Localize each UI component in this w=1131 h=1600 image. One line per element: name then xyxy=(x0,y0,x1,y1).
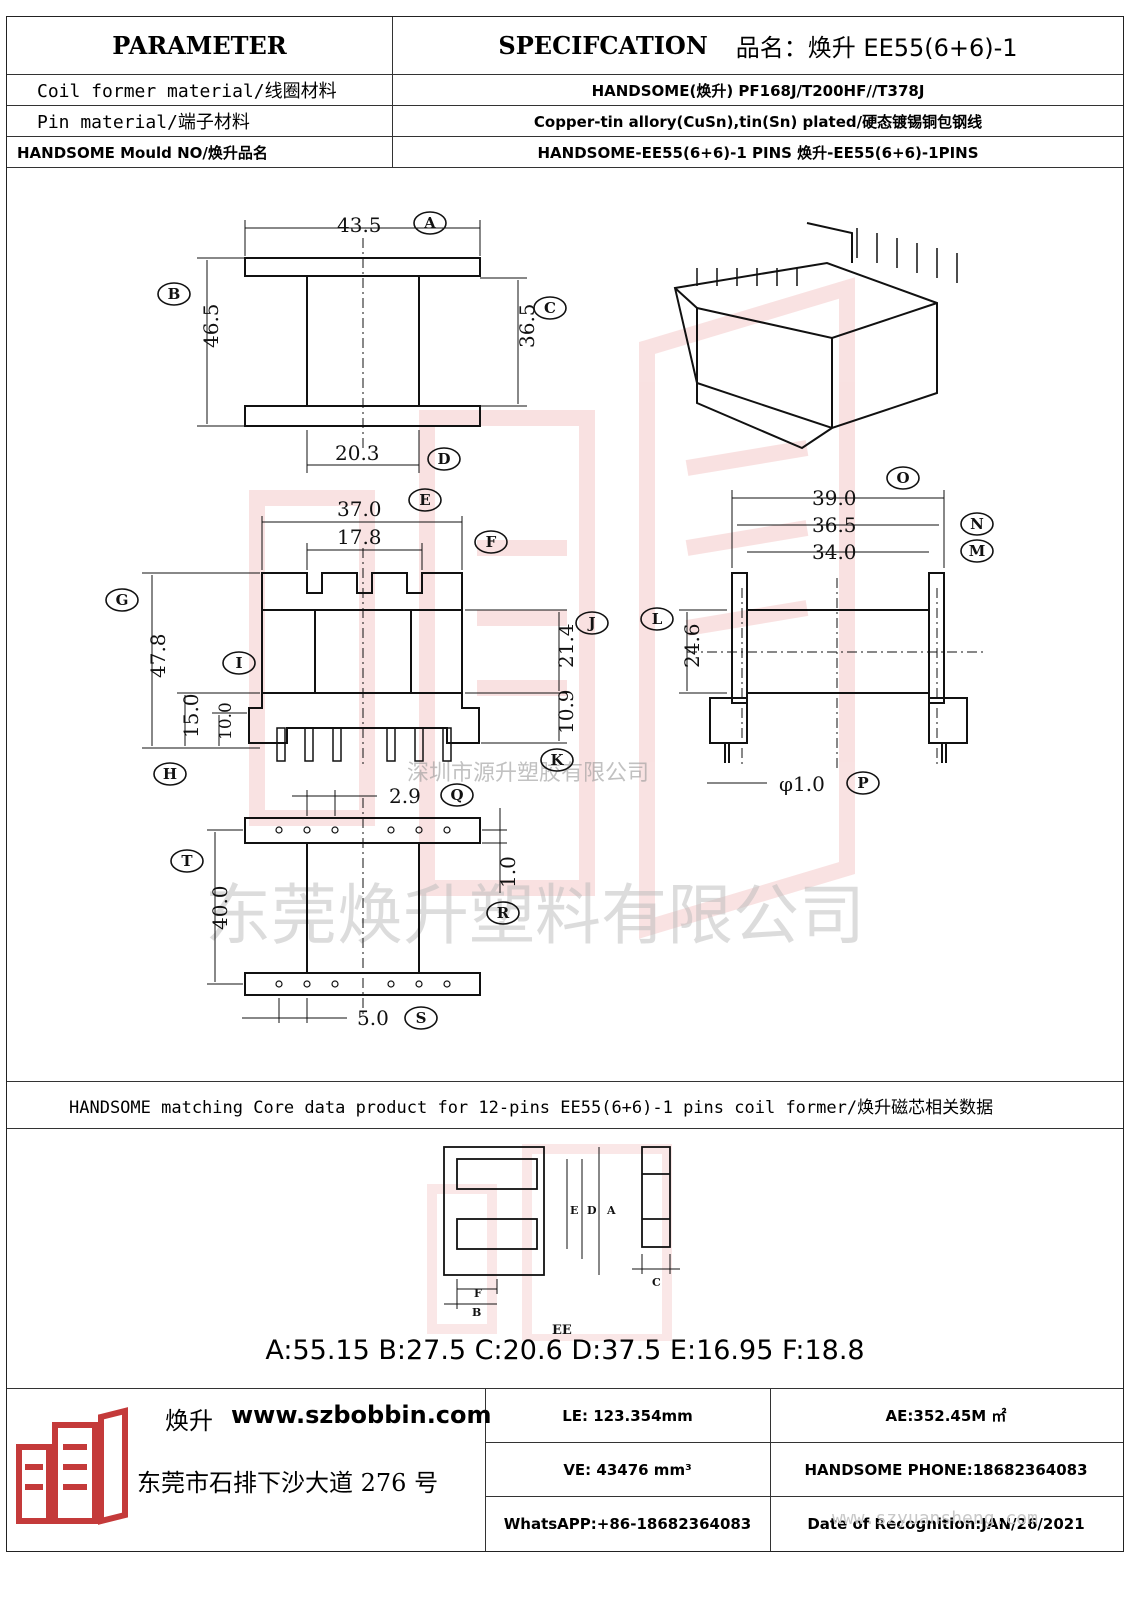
dim-e: 37.0 xyxy=(337,497,382,521)
watermark-company-small: 深圳市源升塑胶有限公司 xyxy=(407,761,649,786)
parameter-heading: PARAMETER xyxy=(112,31,287,60)
dim-s: 5.0 xyxy=(357,1006,389,1030)
svg-text:K: K xyxy=(550,751,564,769)
svg-text:L: L xyxy=(652,610,663,628)
dim-j: 21.4 xyxy=(554,623,578,668)
svg-text:G: G xyxy=(116,591,129,609)
core-values: A:55.15 B:27.5 C:20.6 D:37.5 E:16.95 F:1… xyxy=(265,1335,865,1366)
core-title-row: HANDSOME matching Core data product for … xyxy=(7,1081,1123,1129)
core-letter-c: C xyxy=(652,1276,661,1289)
row-value: Copper-tin allory(CuSn),tin(Sn) plated/硬… xyxy=(533,112,983,131)
row-label: HANDSOME Mould NO/焕升品名 xyxy=(17,143,268,162)
dim-r: 1.0 xyxy=(496,856,520,888)
dim-c: 36.5 xyxy=(515,303,539,348)
svg-text:Q: Q xyxy=(450,786,463,804)
svg-text:T: T xyxy=(181,852,193,870)
phone-value: HANDSOME PHONE:18682364083 xyxy=(804,1460,1088,1479)
spec-row-pin-material: Pin material/端子材料 Copper-tin allory(CuSn… xyxy=(7,106,1123,137)
svg-text:P: P xyxy=(857,774,868,792)
spec-row-coil-material: Coil former material/线圈材料 HANDSOME(焕升) P… xyxy=(7,75,1123,106)
dim-i: 10.0 xyxy=(216,702,236,740)
specification-heading: SPECIFCATION xyxy=(498,31,708,60)
company-logo xyxy=(16,1407,128,1525)
core-letter-a: A xyxy=(606,1204,616,1217)
core-letter-b: B xyxy=(472,1306,481,1319)
core-letter-f: F xyxy=(474,1287,482,1300)
dim-l: 24.6 xyxy=(680,623,704,668)
footer: 焕升 www.szbobbin.com 东莞市石排下沙大道 276 号 LE: … xyxy=(7,1389,1123,1551)
date-value: Date of Recognition:JAN/26/2021 xyxy=(807,1515,1085,1533)
svg-text:M: M xyxy=(969,542,986,560)
dim-a: 43.5 xyxy=(337,213,382,237)
company-website[interactable]: www.szbobbin.com xyxy=(231,1401,492,1429)
svg-text:R: R xyxy=(497,904,510,922)
svg-text:I: I xyxy=(235,654,242,672)
core-section-title: HANDSOME matching Core data product for … xyxy=(69,1097,994,1118)
dim-b: 46.5 xyxy=(199,303,223,348)
bobbin-drawing: 深圳市源升塑胶有限公司 东莞焕升塑料有限公司 xyxy=(105,211,994,1030)
whatsapp-value: WhatsAPP:+86-18682364083 xyxy=(503,1515,752,1533)
spec-sheet: PARAMETER SPECIFCATION 品名：焕升 EE55(6+6)-1… xyxy=(6,16,1124,1552)
svg-text:O: O xyxy=(896,469,909,487)
svg-text:H: H xyxy=(163,765,177,783)
dim-o: 39.0 xyxy=(812,486,857,510)
dim-n: 36.5 xyxy=(812,513,857,537)
row-label: Coil former material/线圈材料 xyxy=(37,81,337,102)
dim-p: φ1.0 xyxy=(779,772,825,796)
spec-row-mould-no: HANDSOME Mould NO/焕升品名 HANDSOME-EE55(6+6… xyxy=(7,137,1123,168)
row-label: Pin material/端子材料 xyxy=(37,112,250,133)
dim-q: 2.9 xyxy=(389,784,421,808)
row-value: HANDSOME(焕升) PF168J/T200HF//T378J xyxy=(591,81,925,100)
watermark-logo xyxy=(249,277,855,939)
svg-text:E: E xyxy=(419,491,430,509)
dim-h: 15.0 xyxy=(179,693,203,738)
core-diagram-label: EE xyxy=(552,1323,572,1338)
svg-text:A: A xyxy=(423,214,436,232)
row-value: HANDSOME-EE55(6+6)-1 PINS 焕升-EE55(6+6)-1… xyxy=(537,143,979,162)
ae-value: AE:352.45M ㎡ xyxy=(885,1407,1007,1425)
svg-text:F: F xyxy=(486,533,497,551)
core-letter-e: E xyxy=(570,1204,578,1217)
svg-text:B: B xyxy=(168,285,181,303)
watermark-company-large: 东莞焕升塑料有限公司 xyxy=(205,877,865,954)
watermark-url: www.szyuansheng.com xyxy=(832,1508,1038,1529)
drawing-area: 深圳市源升塑胶有限公司 东莞焕升塑料有限公司 xyxy=(7,168,1123,1081)
svg-text:N: N xyxy=(970,515,984,533)
dim-g: 47.8 xyxy=(146,633,170,678)
svg-text:J: J xyxy=(586,614,595,632)
company-address: 东莞市石排下沙大道 276 号 xyxy=(137,1469,439,1497)
dim-d: 20.3 xyxy=(335,441,380,465)
dim-f: 17.8 xyxy=(337,525,382,549)
core-letter-d: D xyxy=(587,1204,597,1217)
svg-text:S: S xyxy=(416,1009,427,1027)
le-value: LE: 123.354mm xyxy=(562,1406,693,1425)
ve-value: VE: 43476 mm³ xyxy=(563,1460,692,1479)
header-row: PARAMETER SPECIFCATION 品名：焕升 EE55(6+6)-1 xyxy=(7,17,1123,75)
dim-k: 10.9 xyxy=(554,689,578,734)
dim-t: 40.0 xyxy=(208,885,232,930)
svg-text:C: C xyxy=(544,299,556,317)
svg-text:D: D xyxy=(437,450,450,468)
product-name: 品名：焕升 EE55(6+6)-1 xyxy=(735,34,1018,62)
footer-brand: 焕升 xyxy=(165,1407,213,1435)
core-data-area: A B C D E F EE A:55.15 B:27.5 C:20.6 D:3… xyxy=(7,1129,1123,1389)
ee-core-diagram: A B C D E F EE xyxy=(427,1144,680,1344)
dim-m: 34.0 xyxy=(812,540,857,564)
